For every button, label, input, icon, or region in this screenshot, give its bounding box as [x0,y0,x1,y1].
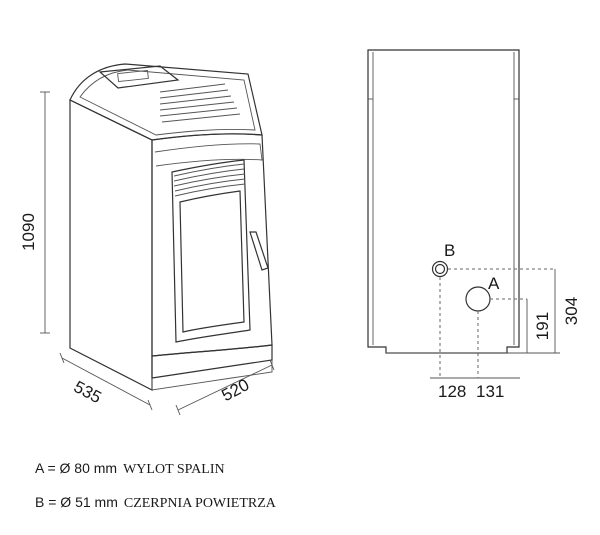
top-vent-slats [159,83,241,123]
port-a-label: A [488,274,500,293]
control-panel [98,65,180,89]
legend-item-a: A = Ø 80 mm WYLOT SPALIN [35,460,225,478]
dimension-depth-label: 535 [71,377,105,407]
stove-side-panel [69,99,153,391]
stove-perspective [69,63,273,391]
dimension-depth: 535 [59,352,153,411]
dimension-height-label: 1090 [19,213,38,251]
legend-value: CZERPNIA POWIETRZA [123,496,276,511]
dimension-height-a-label: 191 [533,312,552,340]
legend-item-b: B = Ø 51 mm CZERPNIA POWIETRZA [35,494,276,512]
control-display [117,69,149,83]
rear-dimensions: 191 304 128 131 [386,268,581,401]
port-b-label: B [444,241,455,260]
rear-outline [367,49,520,354]
front-cover-top [154,143,263,167]
stove-top-rim [79,69,256,136]
legend-key: B = Ø 51 mm [35,494,118,510]
dimension-height: 1090 [19,91,50,334]
dimension-width: 520 [175,359,275,416]
port-b-outer [431,260,449,278]
stove-rear-view: B A [367,49,520,354]
stove-base [151,344,273,379]
door-glass [179,190,245,333]
door-frame [171,159,251,343]
legend-key: A = Ø 80 mm [35,460,118,476]
port-a [465,286,491,312]
stove-base-bottom [151,360,273,391]
dimension-offset-a-label: 131 [476,382,504,401]
dimension-offset-b-label: 128 [438,382,466,401]
port-b-inner [434,263,446,275]
dimension-height-b-label: 304 [562,297,581,325]
door-grille [173,163,246,197]
door-handle [249,231,269,271]
legend-value: WYLOT SPALIN [123,462,225,477]
